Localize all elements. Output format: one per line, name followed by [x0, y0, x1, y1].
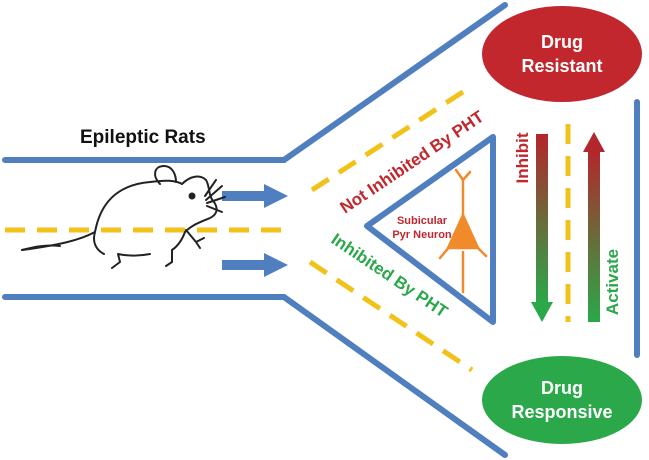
lower-dashed-line — [308, 259, 474, 373]
inhibit-label: Inhibit — [513, 132, 532, 183]
drug-resistant-label-line2: Resistant — [521, 56, 602, 76]
rat-front-paw — [185, 229, 205, 249]
drug-responsive-ellipse — [482, 356, 642, 444]
drug-responsive-label-line1: Drug — [541, 378, 583, 398]
rat-eye — [188, 192, 196, 200]
source-label: Epileptic Rats — [80, 127, 206, 148]
drug-resistant-ellipse — [482, 6, 642, 102]
pyramidal-neuron-icon — [438, 168, 488, 294]
neuron-triangle — [364, 134, 496, 325]
flow-arrows — [222, 184, 288, 277]
rat-whiskers — [204, 179, 226, 213]
drug-resistant-label-line1: Drug — [541, 32, 583, 52]
rat-tail — [21, 244, 61, 251]
rat-body — [21, 175, 218, 269]
drug-responsive-label-line2: Responsive — [511, 402, 612, 422]
inhibit-arrow — [531, 134, 553, 322]
activate-label: Activate — [603, 249, 622, 315]
dashed-lines — [5, 83, 571, 373]
neuron-label-line2: Pyr Neuron — [392, 229, 452, 241]
rat-illustration — [21, 165, 226, 269]
rat-ear — [154, 165, 177, 185]
lower-pipe-wall — [2, 294, 508, 458]
neuron-label-line1: Subicular — [397, 215, 448, 227]
upper-pipe-wall — [2, 2, 508, 163]
pipe-walls — [2, 2, 640, 458]
activate-arrow — [583, 132, 605, 322]
lower-flow-arrow — [222, 253, 288, 277]
upper-flow-arrow — [222, 184, 288, 208]
upper-branch-label: Not Inhibited By PHT — [337, 107, 488, 218]
